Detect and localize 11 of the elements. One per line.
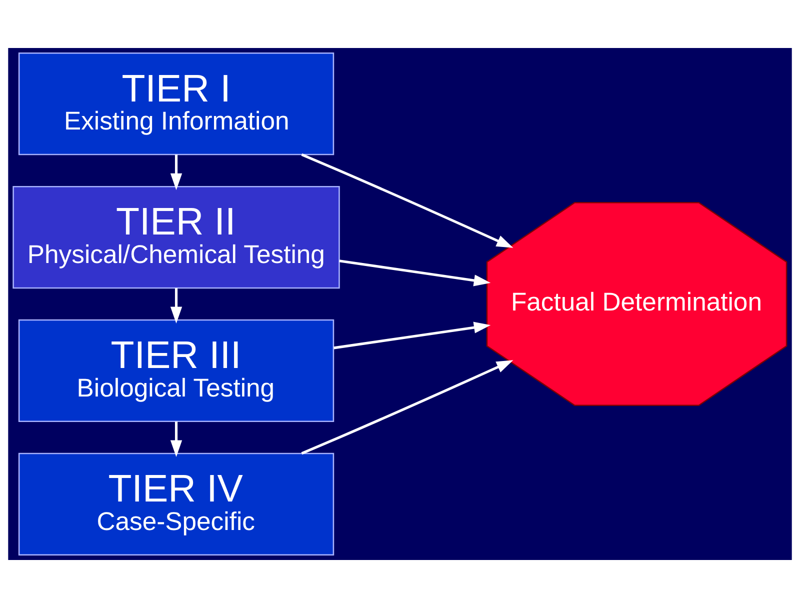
node-box: TIER III Biological Testing bbox=[18, 319, 334, 422]
arrow bbox=[301, 360, 514, 455]
node-box: TIER II Physical/Chemical Testing bbox=[12, 186, 340, 289]
arrow bbox=[339, 260, 491, 286]
arrow bbox=[170, 422, 182, 457]
arrow bbox=[301, 153, 514, 248]
node-box: TIER IV Case-Specific bbox=[18, 452, 334, 556]
node-box: TIER I Existing Information bbox=[18, 52, 334, 156]
arrow bbox=[170, 154, 182, 190]
arrow bbox=[170, 288, 182, 324]
arrow bbox=[334, 322, 491, 350]
